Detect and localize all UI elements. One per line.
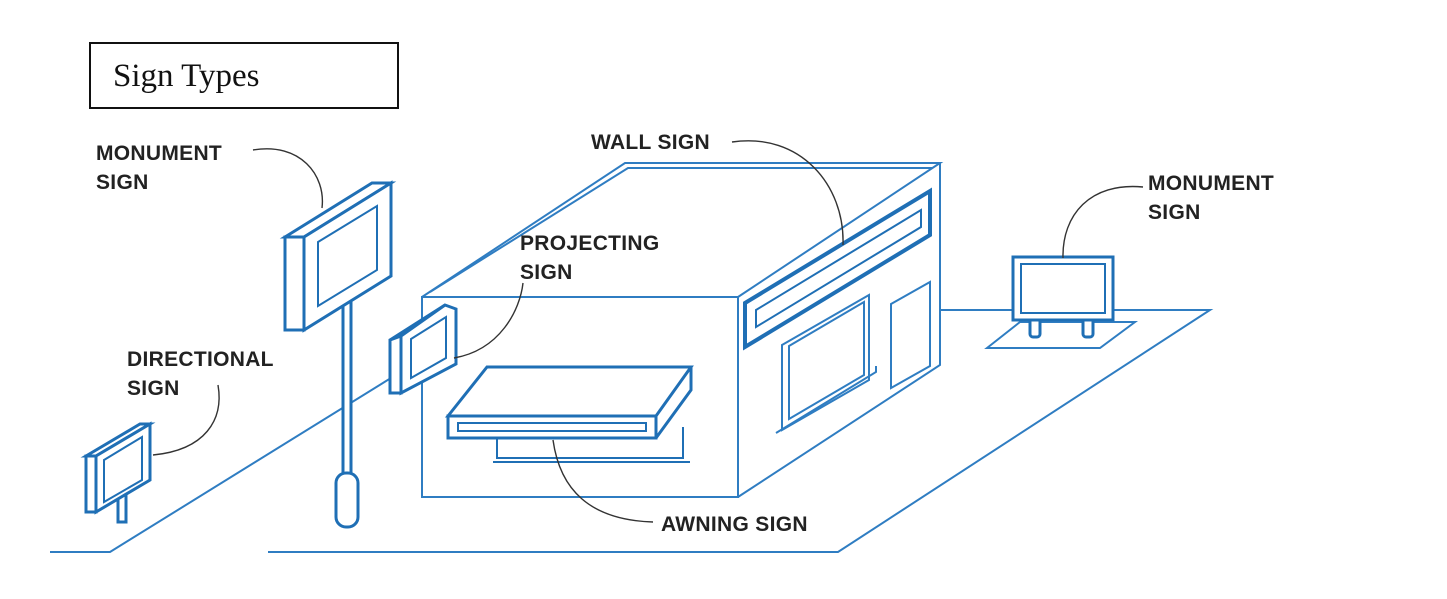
label-awning-sign: AWNING SIGN [661,513,808,536]
title-box: Sign Types [89,42,399,109]
leader-lines [152,140,1144,523]
building [421,162,944,498]
label-monument-sign-left: MONUMENT SIGN [96,142,223,194]
directional-sign [80,421,156,524]
diagram-title: Sign Types [113,58,260,94]
projecting-sign [388,303,458,396]
label-projecting-sign: PROJECTING SIGN [520,232,660,284]
label-monument-sign-right: MONUMENT SIGN [1148,172,1275,224]
label-wall-sign: WALL SIGN [591,131,710,154]
monument-sign-right [984,255,1139,349]
pylon-sign-left [279,180,397,529]
label-directional-sign: DIRECTIONAL SIGN [127,348,274,400]
wall-sign [743,187,932,351]
awning-sign [444,365,694,463]
